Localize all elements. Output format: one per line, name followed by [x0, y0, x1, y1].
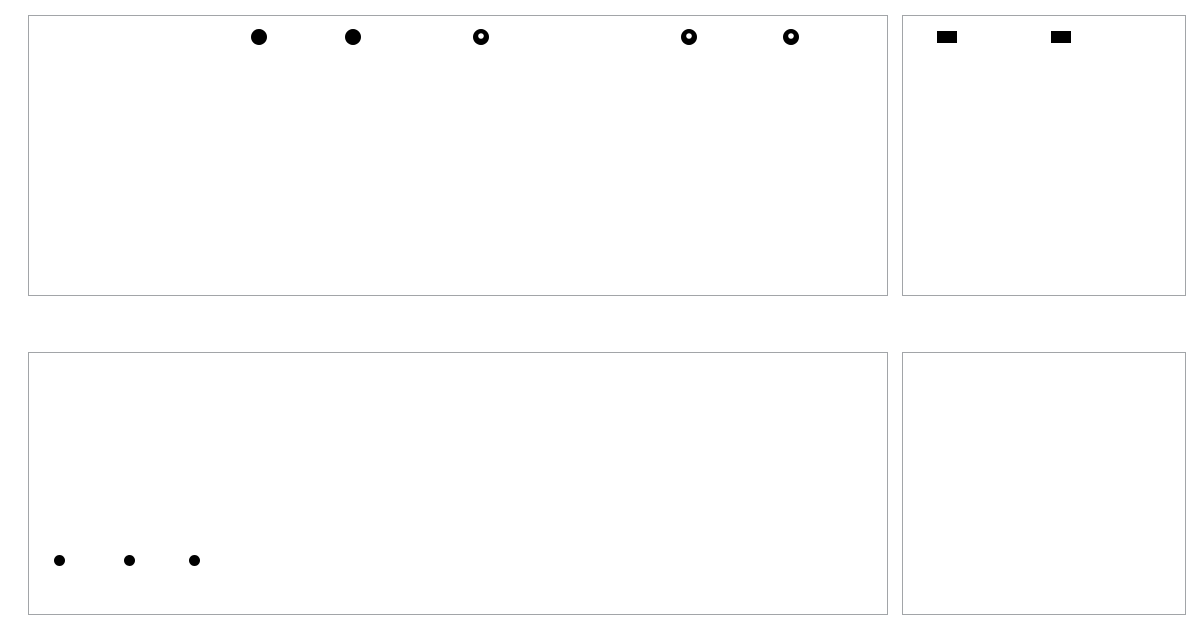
workflow-illustration — [29, 16, 886, 294]
circadian-panel — [902, 15, 1186, 296]
workflow-panel — [28, 15, 888, 296]
cell1-dot-icon — [54, 555, 65, 566]
legend-item-electrode — [250, 28, 274, 46]
glucose-swatch-icon — [1051, 31, 1071, 43]
legend-item-cell3 — [188, 551, 206, 569]
legend-item-stimulator — [344, 28, 368, 46]
legend-item-stretchable-interconnect — [43, 28, 76, 46]
legend-item-sc-alpha-cell — [680, 28, 704, 46]
electrophysiology-charts — [29, 353, 886, 613]
forskolin-swatch-icon — [937, 31, 957, 43]
stretchable-interconnect-icon — [43, 29, 71, 45]
oscillation-panel — [902, 352, 1186, 615]
legend-item-sc-beta-cell — [782, 28, 806, 46]
legend-item-cell1 — [53, 551, 71, 569]
legend-item-glucose — [1051, 28, 1076, 46]
sc-beta-cell-icon — [783, 29, 799, 45]
legend-item-cell2 — [123, 551, 141, 569]
cell2-dot-icon — [124, 555, 135, 566]
legend-item-mesenchymal-stem-cell — [472, 28, 496, 46]
sc-alpha-cell-icon — [681, 29, 697, 45]
legend-item-forskolin — [937, 28, 962, 46]
circadian-clock — [903, 16, 1184, 294]
mesenchymal-stem-cell-icon — [473, 29, 489, 45]
electrode-icon — [251, 29, 267, 45]
cell3-dot-icon — [189, 555, 200, 566]
oscillation-charts — [903, 353, 1184, 613]
stimulator-icon — [345, 29, 361, 45]
electrophysiology-panel — [28, 352, 888, 615]
